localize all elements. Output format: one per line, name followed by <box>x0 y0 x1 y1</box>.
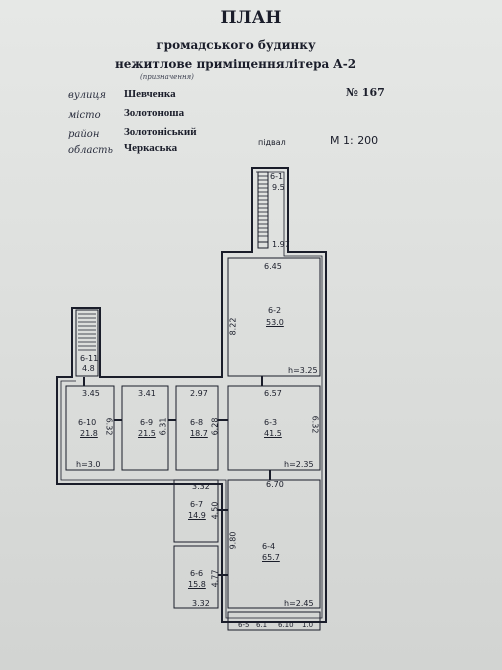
litera-label: літера <box>285 57 330 71</box>
dim-r10-height: 6.32 <box>104 417 114 436</box>
dim-r2-height: 8.22 <box>228 317 238 336</box>
room-6-3-area: 41.5 <box>264 429 282 438</box>
room-6-5-area: 6.1 <box>256 621 268 629</box>
basement-label: підвал <box>258 138 286 147</box>
dim-r9-height: 6.31 <box>158 417 168 436</box>
dim-r3-width: 6.57 <box>264 389 282 398</box>
district-value: Золотоніський <box>124 126 197 138</box>
room-6-9-id: 6-9 <box>140 418 154 427</box>
room-6-1-id: 6-1 <box>270 172 284 181</box>
room-6-2-id: 6-2 <box>268 306 282 315</box>
city-value: Золотоноша <box>124 107 185 119</box>
plan-subtitle: громадського будинку <box>156 38 316 52</box>
dim-r10-ceiling: h=3.0 <box>76 460 101 469</box>
dim-r7-height: 4.50 <box>210 501 220 520</box>
dim-r5-width: 6.10 <box>278 621 294 629</box>
city-label: місто <box>68 110 101 121</box>
room-6-4-area: 65.7 <box>262 553 280 562</box>
district-label: район <box>68 129 100 140</box>
room-6-10-area: 21.8 <box>80 429 98 438</box>
dim-r5-depth: 1.0 <box>302 621 314 629</box>
purpose-line: нежитлове приміщення <box>115 57 285 71</box>
stair-treads <box>78 175 268 351</box>
room-6-8-id: 6-8 <box>190 418 204 427</box>
room-6-5-id: 6-5 <box>238 621 250 629</box>
dim-r4-ceiling: h=2.45 <box>284 599 314 608</box>
plan-number: № 167 <box>346 86 385 99</box>
dim-r3-ceiling: h=2.35 <box>284 460 314 469</box>
dim-r6-width: 3.32 <box>192 599 210 608</box>
room-6-1-area: 9.5 <box>272 183 285 192</box>
dim-r4-width: 6.70 <box>266 480 284 489</box>
street-label: вулиця <box>68 90 107 101</box>
purpose-caption: (призначення) <box>140 73 194 81</box>
room-6-7-area: 14.9 <box>188 511 206 520</box>
dim-r8-width: 2.97 <box>190 389 208 398</box>
dim-r9-width: 3.41 <box>138 389 156 398</box>
dim-r1-width: 1.97 <box>272 240 290 249</box>
scale-label: М 1: 200 <box>330 134 379 147</box>
street-value: Шевченка <box>124 88 176 100</box>
region-value: Черкаська <box>124 142 178 154</box>
dim-r3-height: 6.32 <box>310 415 320 434</box>
room-6-10-id: 6-10 <box>78 418 97 427</box>
litera-value: А-2 <box>333 57 357 71</box>
dim-r4-height: 9.80 <box>228 531 238 550</box>
plan-title: ПЛАН <box>220 8 282 28</box>
room-6-4-id: 6-4 <box>262 542 276 551</box>
dim-r8-height: 6.28 <box>210 417 220 436</box>
room-6-6-id: 6-6 <box>190 569 204 578</box>
room-6-3-id: 6-3 <box>264 418 278 427</box>
room-6-9-area: 21.5 <box>138 429 156 438</box>
room-6-11-area: 4.8 <box>82 364 95 373</box>
room-6-8-area: 18.7 <box>190 429 208 438</box>
dim-r10-width: 3.45 <box>82 389 100 398</box>
room-6-7-id: 6-7 <box>190 500 204 509</box>
room-6-2-area: 53.0 <box>266 318 284 327</box>
dim-r2-width: 6.45 <box>264 262 282 271</box>
room-6-6-area: 15.8 <box>188 580 206 589</box>
region-label: область <box>68 145 113 156</box>
dim-r6-height: 4.77 <box>210 569 220 588</box>
dim-r7-width: 3.32 <box>192 482 210 491</box>
room-6-11-id: 6-11 <box>80 354 99 363</box>
dim-r2-ceiling: h=3.25 <box>288 366 318 375</box>
